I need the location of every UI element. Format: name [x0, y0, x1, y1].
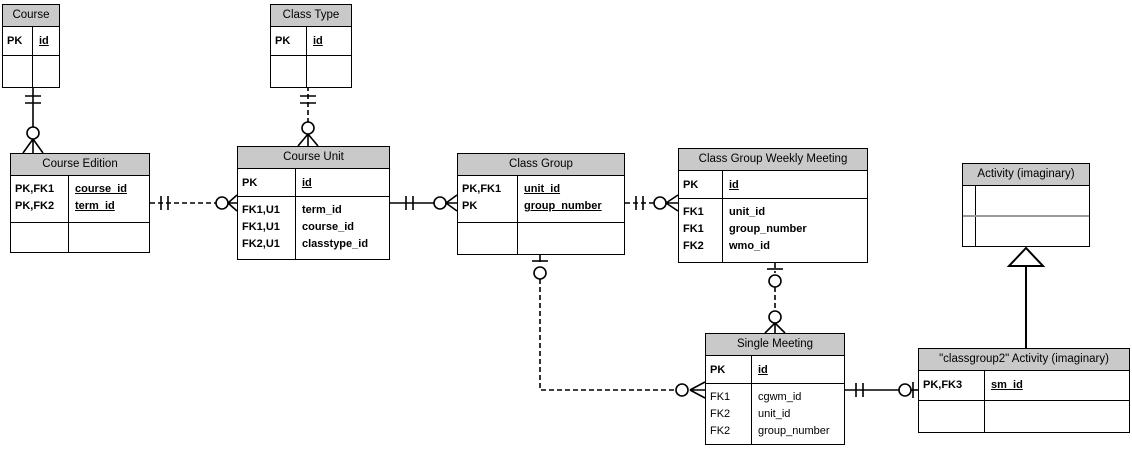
cardinality-one-tick [635, 196, 644, 210]
key-label: PK [242, 177, 258, 189]
field-label: term_id [302, 204, 342, 216]
cardinality-zero-circle [433, 196, 447, 210]
field-label: id [313, 35, 323, 47]
field-label: wmo_id [729, 240, 770, 252]
cardinality-zero-circle [26, 126, 40, 140]
cardinality-one-tick [300, 95, 316, 104]
key-label: FK2,U1 [242, 238, 280, 250]
field-label: id [729, 179, 739, 191]
empty-attribute-section [963, 215, 1089, 246]
key-label: FK1 [710, 391, 731, 403]
connector-inheritance-classgroup2-to-activity [1006, 246, 1046, 348]
field-label: group_number [729, 223, 807, 235]
empty-attribute-section [3, 56, 59, 87]
field-label: group_number [524, 200, 602, 212]
cardinality-one-tick [855, 383, 864, 397]
key-label: PK,FK3 [923, 379, 963, 391]
empty-attribute-section [919, 401, 1129, 432]
connector-course-to-course-edition [22, 86, 44, 154]
cardinality-one-tick [25, 95, 41, 104]
crows-foot-icon [297, 133, 319, 147]
cardinality-zero-circle [301, 121, 315, 135]
entity-classgroup2-activity: "classgroup2" Activity (imaginary) PK,FK… [918, 348, 1130, 433]
empty-attribute-section [11, 223, 149, 252]
entity-title: Single Meeting [706, 334, 844, 356]
connector-courseunit-to-classgroup [390, 194, 458, 212]
crows-foot-icon [445, 194, 458, 212]
entity-class-type: Class Type PK id [270, 4, 352, 88]
key-label: FK2 [683, 240, 704, 252]
field-label: sm_id [991, 379, 1023, 391]
connector-courseedition-to-courseunit [150, 194, 238, 212]
key-label: FK1 [683, 206, 704, 218]
field-label: group_number [758, 425, 830, 437]
field-label: term_id [75, 200, 115, 212]
crows-foot-icon [665, 194, 679, 212]
cardinality-one-tick [405, 196, 414, 210]
cardinality-zero-circle [653, 196, 667, 210]
field-label: unit_id [524, 183, 561, 195]
empty-attribute-section [271, 56, 351, 87]
key-label: FK1 [683, 223, 704, 235]
entity-title: Class Group [458, 154, 624, 176]
key-label: FK1,U1 [242, 204, 280, 216]
connector-cgwm-to-singlemeeting [764, 263, 786, 334]
field-label: course_id [302, 221, 354, 233]
connector-singlemeeting-to-classgroup2 [845, 382, 918, 398]
entity-course-edition: Course Edition PK,FK1 PK,FK2 course_id t… [10, 153, 150, 253]
connector-classtype-to-courseunit [297, 86, 319, 147]
key-label: PK,FK1 [15, 183, 55, 195]
entity-course-unit: Course Unit PK id FK1,U1 FK1,U1 FK2,U1 t… [237, 146, 390, 260]
cardinality-zero-circle [768, 274, 782, 288]
empty-pk-section [963, 186, 1089, 215]
entity-title: "classgroup2" Activity (imaginary) [919, 349, 1129, 371]
key-label: PK [683, 179, 699, 191]
entity-class-group-weekly-meeting: Class Group Weekly Meeting PK id FK1 FK1… [678, 148, 868, 263]
inheritance-triangle-icon [1006, 246, 1046, 267]
cardinality-zero-circle [675, 383, 689, 397]
key-label: PK [7, 35, 23, 47]
cardinality-zero-circle [533, 266, 547, 280]
key-label: PK,FK2 [15, 200, 55, 212]
crows-foot-icon [227, 194, 238, 212]
field-label: id [758, 364, 768, 376]
key-label: FK2 [710, 425, 731, 437]
key-label: FK1,U1 [242, 221, 280, 233]
entity-title: Class Group Weekly Meeting [679, 149, 867, 171]
field-label: unit_id [758, 408, 791, 420]
key-label: PK [710, 364, 726, 376]
field-label: classtype_id [302, 238, 369, 250]
field-label: unit_id [729, 206, 766, 218]
cardinality-zero-circle [768, 310, 782, 324]
entity-activity-imaginary: Activity (imaginary) [962, 163, 1090, 247]
crows-foot-icon [22, 138, 44, 154]
entity-title: Course Unit [238, 147, 389, 169]
entity-class-group: Class Group PK,FK1 PK unit_id group_numb… [457, 153, 625, 255]
connector-classgroup-to-cgwm [625, 194, 679, 212]
entity-title: Activity (imaginary) [963, 164, 1089, 186]
entity-title: Course [3, 5, 59, 27]
field-label: id [39, 35, 49, 47]
key-label: PK [462, 200, 478, 212]
field-label: course_id [75, 183, 127, 195]
entity-title: Course Edition [11, 154, 149, 176]
key-label: FK2 [710, 408, 731, 420]
key-label: PK [275, 35, 291, 47]
key-label: PK,FK1 [462, 183, 502, 195]
field-label: cgwm_id [758, 391, 802, 403]
entity-single-meeting: Single Meeting PK id FK1 FK2 FK2 cgwm_id… [705, 333, 845, 445]
cardinality-zero-circle [215, 196, 229, 210]
entity-title: Class Type [271, 5, 351, 27]
empty-attribute-section [458, 223, 624, 254]
cardinality-zero-circle [898, 383, 912, 397]
connector-classgroup-to-singlemeeting [532, 255, 706, 399]
crows-foot-icon [689, 381, 706, 399]
cardinality-one-tick [160, 196, 169, 210]
field-label: id [302, 177, 312, 189]
crows-foot-icon [764, 322, 786, 334]
entity-course: Course PK id [2, 4, 60, 88]
